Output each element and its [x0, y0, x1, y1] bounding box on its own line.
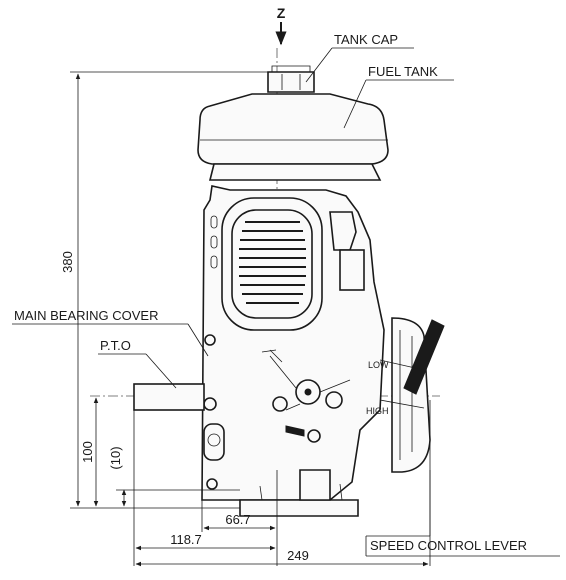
- main-bearing-cover-label: MAIN BEARING COVER: [14, 308, 158, 323]
- height-100-value: 100: [80, 441, 95, 463]
- oil-filler: [203, 423, 225, 461]
- mounting-base: [239, 499, 359, 517]
- speed-control-lever: [403, 319, 445, 395]
- adjust-bolt: [285, 425, 305, 437]
- base-boss: [299, 469, 331, 501]
- speed-control-lever-label: SPEED CONTROL LEVER: [370, 538, 527, 553]
- side-slots: [210, 215, 218, 269]
- intake-grille: [239, 221, 306, 304]
- width-249-value: 249: [287, 548, 309, 563]
- fuel-tank: [197, 65, 389, 181]
- height-10-value: (10): [108, 446, 123, 469]
- tank-cap-body: [267, 71, 315, 93]
- speed-high-label: HIGH: [366, 406, 389, 416]
- callouts: TANK CAP FUEL TANK MAIN BEARING COVER P.…: [12, 32, 560, 557]
- grille-frame: [231, 209, 313, 319]
- carburetor: [329, 211, 357, 251]
- governor-housing: [339, 249, 365, 291]
- height-380-value: 380: [60, 251, 75, 273]
- dimensions: 380 100 (10) 66.7 118.7 249: [60, 71, 431, 567]
- width-66-value: 66.7: [225, 512, 250, 527]
- bearing-bolt: [203, 397, 217, 411]
- z-direction-indicator: Z: [275, 5, 287, 46]
- engine-block: [133, 185, 445, 517]
- fuel-tank-base: [208, 163, 382, 181]
- fuel-tank-label: FUEL TANK: [368, 64, 438, 79]
- tank-cap-label: TANK CAP: [334, 32, 398, 47]
- fuel-tank-body: [197, 93, 389, 165]
- speed-low-label: LOW: [368, 360, 389, 370]
- z-axis-label: Z: [277, 5, 286, 21]
- tank-cap-top: [271, 65, 311, 72]
- pto-label: P.T.O: [100, 338, 131, 353]
- pto-shaft: [133, 383, 205, 411]
- width-118-value: 118.7: [170, 532, 202, 547]
